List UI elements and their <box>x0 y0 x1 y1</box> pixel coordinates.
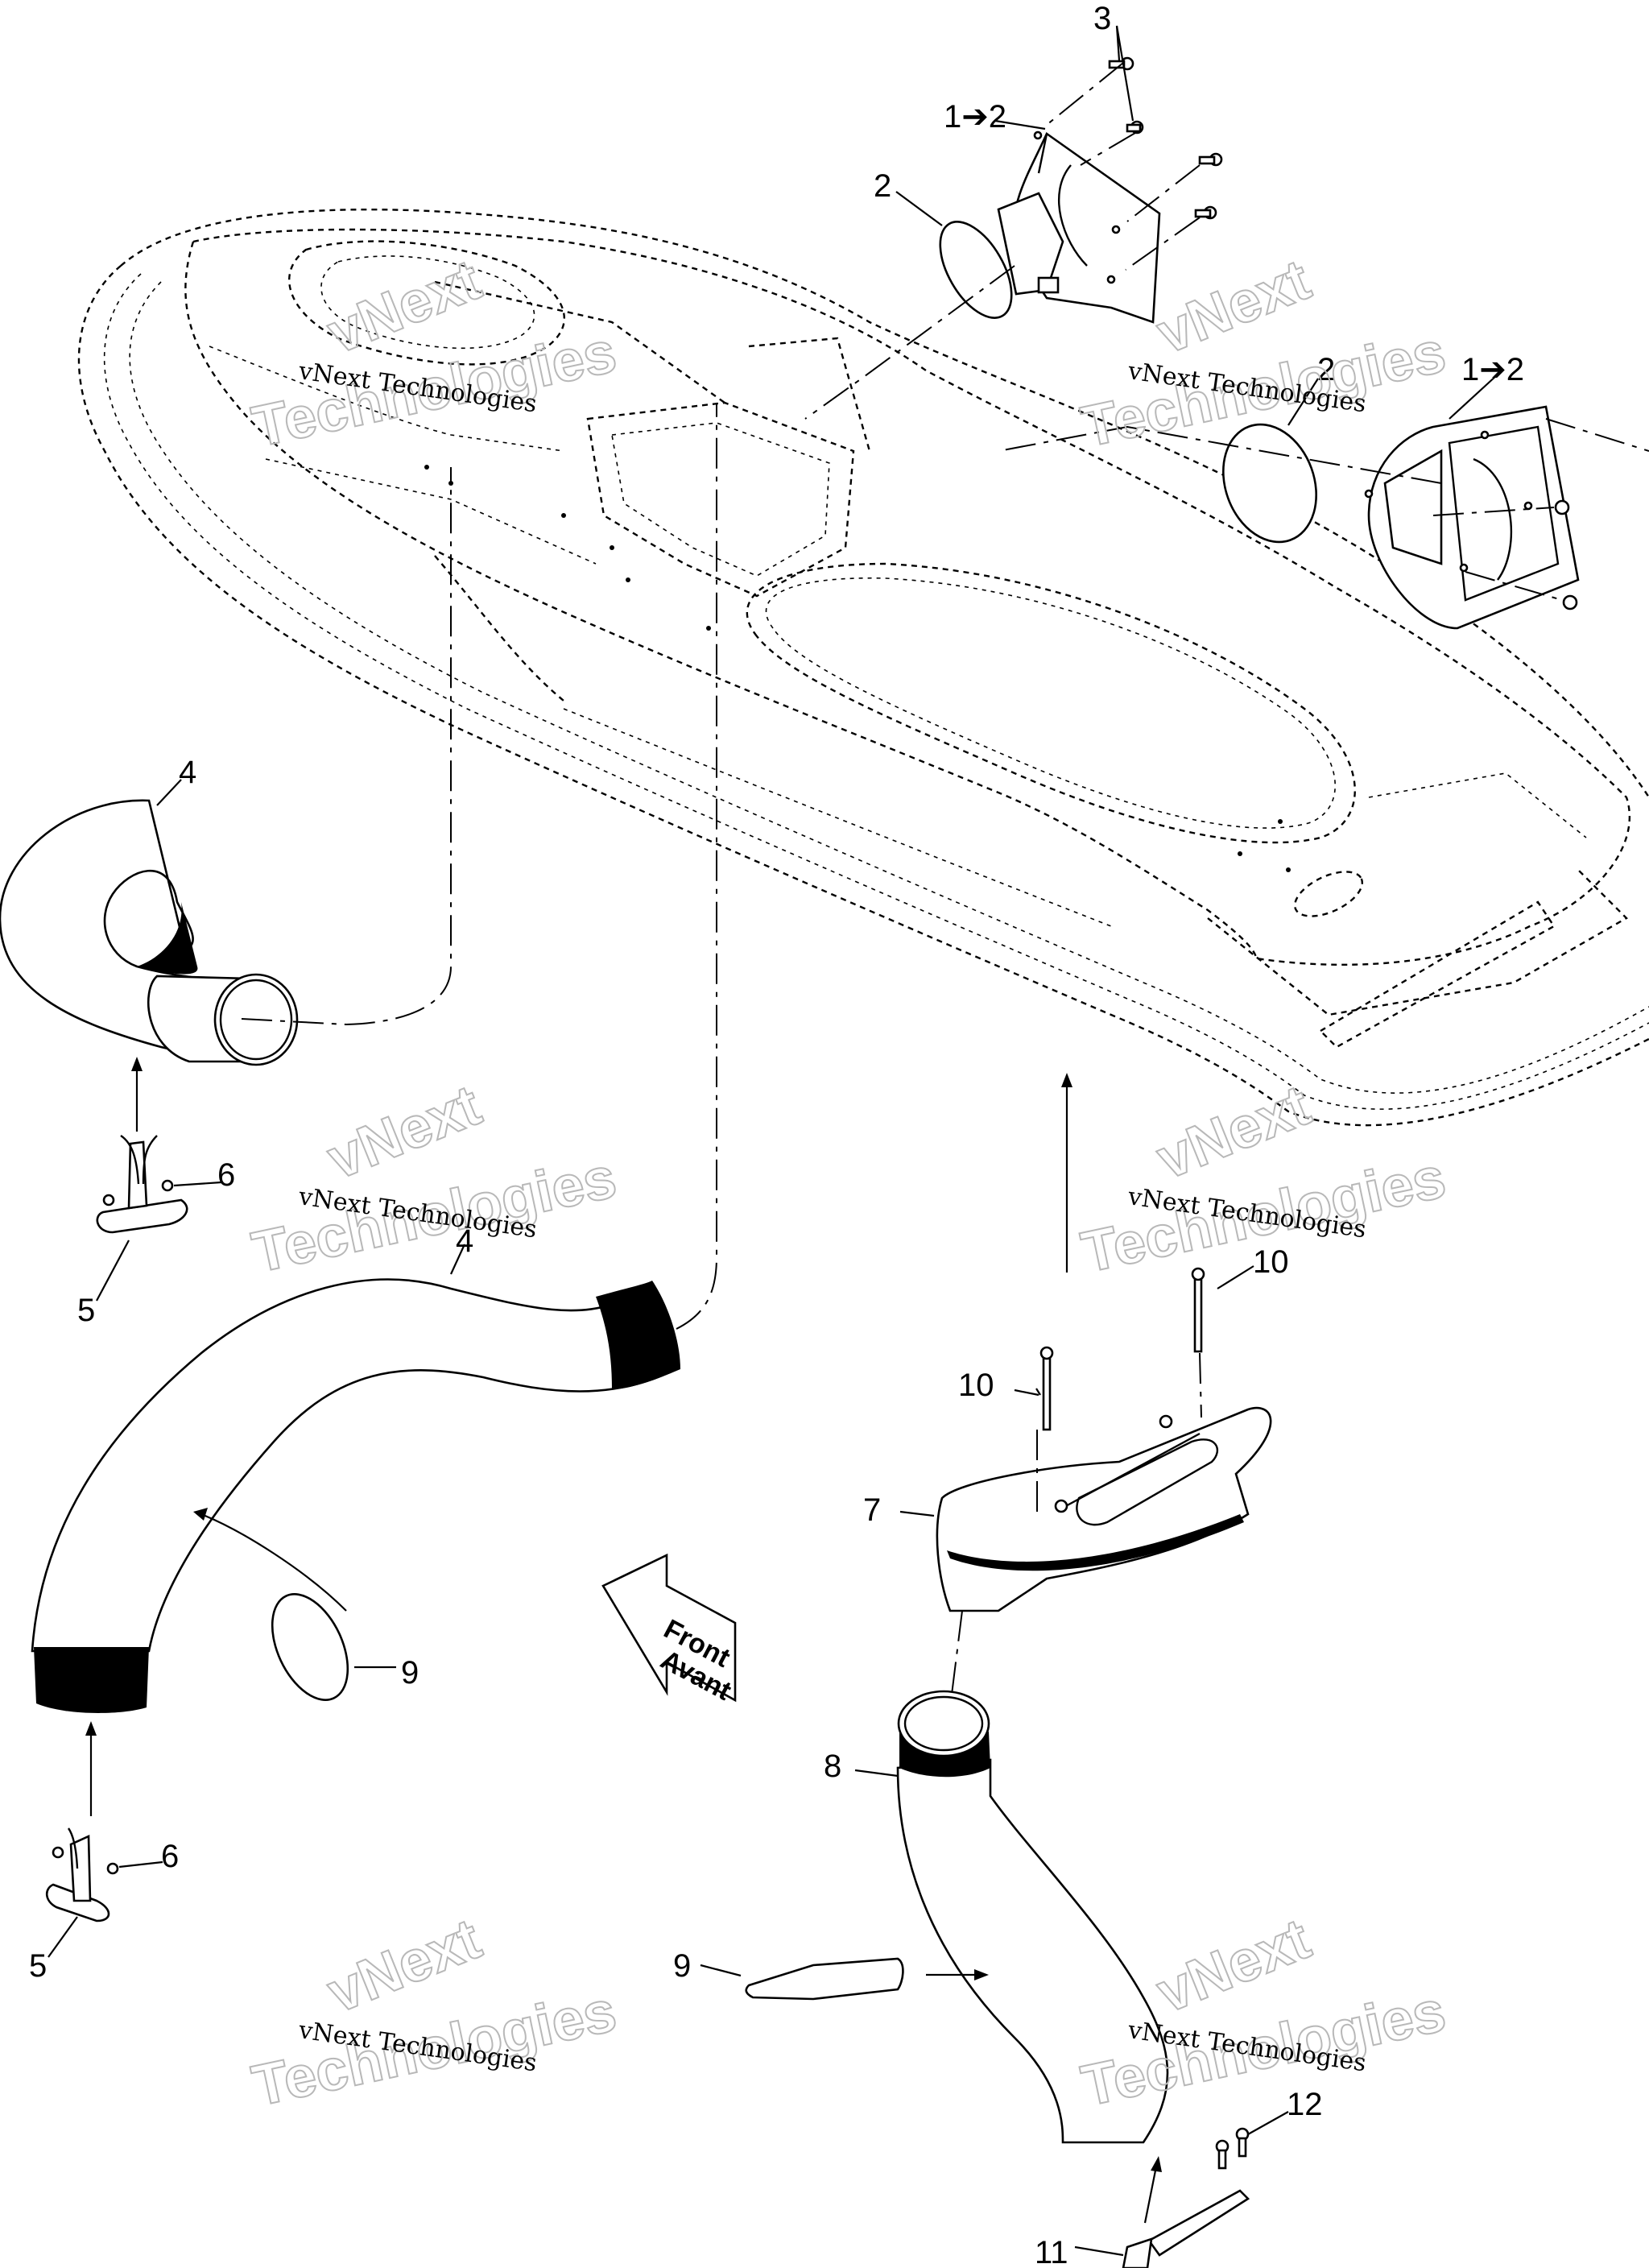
hose-lower <box>896 1690 1169 2144</box>
callout-1-to-2-right: 1➔2 <box>1461 352 1524 387</box>
clamp-ring-bottom <box>745 1957 904 2001</box>
intake-duct-right <box>1364 405 1580 630</box>
hose-top <box>0 799 299 1066</box>
intake-duct-top <box>997 130 1161 324</box>
callout-2-top: 2 <box>874 168 891 204</box>
callouts: 3 1➔2 2 2 1➔2 4 6 5 4 10 10 7 9 8 6 5 9 … <box>29 1 1524 2268</box>
svg-text:vNext: vNext <box>319 1906 490 2026</box>
callout-7: 7 <box>863 1492 881 1528</box>
callout-3: 3 <box>1093 1 1111 36</box>
callout-6-top: 6 <box>217 1157 235 1193</box>
svg-text:vNext: vNext <box>1148 1073 1319 1192</box>
watercraft-hull <box>77 208 1649 1127</box>
hose-bracket-bottom <box>45 1827 119 1922</box>
hose-bracket-top <box>96 1135 188 1234</box>
air-plenum <box>936 1406 1272 1612</box>
callout-4-top: 4 <box>179 755 196 790</box>
callout-11: 11 <box>1035 2235 1068 2268</box>
callout-5-bottom: 5 <box>29 1948 47 1984</box>
hose-bracket-lower <box>1122 2127 1250 2268</box>
callout-4-middle: 4 <box>456 1223 473 1259</box>
callout-5-top: 5 <box>77 1293 95 1328</box>
callout-9-middle: 9 <box>401 1655 419 1691</box>
callout-10-right: 10 <box>1253 1244 1289 1280</box>
callout-1-to-2-top: 1➔2 <box>944 99 1006 135</box>
callout-8: 8 <box>824 1749 841 1784</box>
watermark: vNext Technologies vNext Technologies <box>246 1906 622 2119</box>
svg-text:vNext: vNext <box>1148 1906 1319 2026</box>
bolt-left <box>1039 1346 1054 1431</box>
nuts-right <box>1554 499 1578 610</box>
clamp-ring-top <box>939 221 1013 319</box>
clamp-ring-right <box>1222 423 1317 544</box>
callout-10-left: 10 <box>958 1368 994 1403</box>
callout-9-bottom: 9 <box>673 1948 691 1984</box>
hose-middle <box>31 1278 680 1713</box>
callout-6-bottom: 6 <box>161 1839 179 1874</box>
svg-text:vNext: vNext <box>1148 247 1319 366</box>
watermark: vNext Technologies vNext Technologies <box>246 1072 622 1285</box>
leader-lines <box>48 25 1498 2257</box>
front-direction-arrow: Front Avant <box>601 1553 736 1707</box>
watermark: vNext Technologies vNext Technologies <box>246 246 622 460</box>
callout-12: 12 <box>1287 2087 1323 2122</box>
callout-2-right: 2 <box>1317 352 1335 387</box>
bolt-right <box>1191 1267 1205 1353</box>
clamp-ring-middle <box>271 1593 349 1701</box>
rivets <box>1108 56 1223 220</box>
svg-text:vNext: vNext <box>319 1073 490 1192</box>
